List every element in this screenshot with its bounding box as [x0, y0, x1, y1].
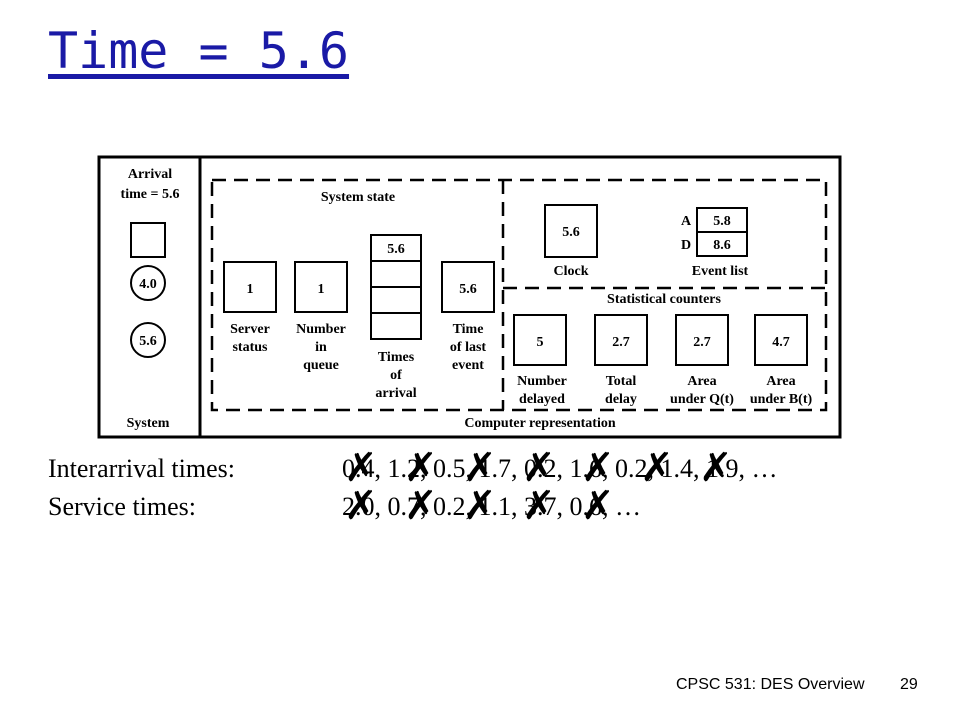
times-of-arrival-cell	[370, 286, 422, 314]
queue-customer-label: 5.6	[139, 334, 157, 349]
time-of-last-event-box	[441, 261, 495, 313]
event-list-key: A	[681, 214, 692, 229]
cross-out-mark: ✗	[522, 445, 556, 491]
total-delay-box	[594, 314, 648, 366]
clock-value: 5.6	[562, 225, 580, 240]
interarrival-times-values: 0.4, 1.2, 0.5, 1.7, 0.2, 1.6, 0.2, 1.4, …	[342, 454, 778, 483]
number-in-queue-value: 1	[318, 282, 325, 297]
event-list-value: 5.8	[713, 214, 731, 229]
total-delay-label: Total	[606, 374, 637, 389]
times-of-arrival-cell	[370, 312, 422, 340]
number-delayed-label: delayed	[519, 392, 565, 407]
area-under-b-box	[754, 314, 808, 366]
clock-box	[544, 204, 598, 258]
cross-out-mark: ✗	[581, 483, 615, 529]
service-times-values: 2.0, 0.7, 0.2, 1.1, 3.7, 0.6, …	[342, 492, 641, 521]
number-in-queue-label: in	[315, 340, 327, 355]
number-delayed-label: Number	[517, 374, 567, 389]
event-list-label: Event list	[692, 264, 749, 279]
interarrival-times-label: Interarrival times:	[48, 454, 235, 483]
cross-out-mark: ✗	[463, 483, 497, 529]
time-of-last-event-label: Time	[453, 322, 484, 337]
system-state-label: System state	[321, 190, 395, 205]
event-list-cell	[696, 231, 748, 257]
time-of-last-event-label: event	[452, 358, 484, 373]
times-of-arrival-cell	[370, 260, 422, 288]
outer-frame	[97, 155, 842, 439]
area-under-b-value: 4.7	[772, 335, 790, 350]
footer-course: CPSC 531: DES Overview	[676, 676, 865, 693]
times-of-arrival-label: of	[390, 368, 402, 383]
times-of-arrival-value: 5.6	[387, 242, 405, 257]
times-of-arrival-label: arrival	[375, 386, 416, 401]
cross-out-mark: ✗	[699, 445, 733, 491]
footer-page-number: 29	[900, 676, 918, 693]
arrival-time-line1: Arrival	[128, 167, 172, 182]
cross-out-mark: ✗	[404, 445, 438, 491]
arrival-time-line2: time = 5.6	[121, 187, 180, 202]
cross-out-mark: ✗	[404, 483, 438, 529]
area-under-b-label: under B(t)	[750, 392, 813, 407]
total-delay-label: delay	[605, 392, 637, 407]
queue-customer-circle	[130, 265, 166, 301]
computer-representation-frame	[210, 178, 828, 412]
clock-label: Clock	[554, 264, 589, 279]
cross-out-mark: ✗	[522, 483, 556, 529]
number-in-queue-label: queue	[303, 358, 339, 373]
cross-out-mark: ✗	[344, 445, 378, 491]
server-status-box	[223, 261, 277, 313]
queue-customer-circle	[130, 322, 166, 358]
area-under-q-label: under Q(t)	[670, 392, 734, 407]
server-status-value: 1	[247, 282, 254, 297]
queue-customer-label: 4.0	[139, 277, 157, 292]
service-times-label: Service times:	[48, 492, 197, 521]
cross-out-mark: ✗	[640, 445, 674, 491]
area-under-q-label: Area	[687, 374, 716, 389]
server-box	[130, 222, 166, 258]
system-label: System	[127, 416, 170, 431]
event-list-value: 8.6	[713, 238, 731, 253]
number-delayed-box	[513, 314, 567, 366]
total-delay-value: 2.7	[612, 335, 630, 350]
area-under-q-box	[675, 314, 729, 366]
number-in-queue-box	[294, 261, 348, 313]
statistical-counters-label: Statistical counters	[607, 292, 721, 307]
area-under-q-value: 2.7	[693, 335, 711, 350]
slide-title: Time = 5.6	[48, 22, 350, 80]
time-of-last-event-value: 5.6	[459, 282, 477, 297]
number-in-queue-label: Number	[296, 322, 346, 337]
server-status-label: status	[232, 340, 268, 355]
computer-representation-label: Computer representation	[464, 416, 615, 431]
cross-out-mark: ✗	[581, 445, 615, 491]
time-of-last-event-label: of last	[450, 340, 487, 355]
cross-out-mark: ✗	[463, 445, 497, 491]
number-delayed-value: 5	[537, 335, 544, 350]
cross-out-mark: ✗	[344, 483, 378, 529]
event-list-key: D	[681, 238, 691, 253]
server-status-label: Server	[230, 322, 270, 337]
area-under-b-label: Area	[766, 374, 795, 389]
times-of-arrival-label: Times	[378, 350, 415, 365]
